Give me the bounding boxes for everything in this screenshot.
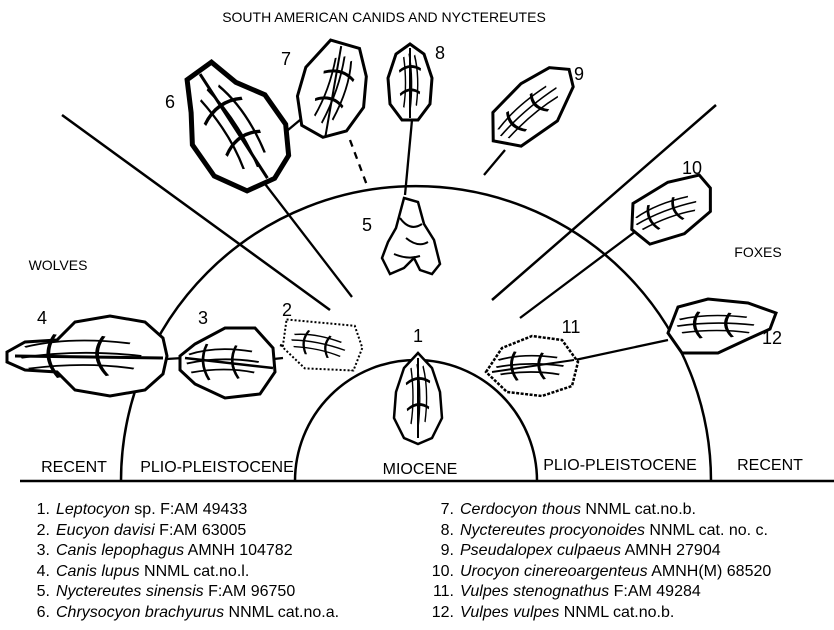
num-8: 8 [435, 43, 445, 63]
legend-left: 1. Leptocyon sp. F:AM 49433 2. Eucyon davis… [26, 500, 339, 623]
legend-number: 10. [430, 562, 454, 583]
legend-species: Canis lepophagus [56, 542, 184, 559]
legend-catalog: NNML cat.no.l. [140, 563, 250, 580]
legend-number: 9. [430, 541, 454, 562]
skull-9 [477, 54, 590, 161]
legend-number: 3. [26, 541, 50, 562]
skull-2 [277, 312, 366, 379]
num-11: 11 [562, 317, 581, 337]
legend-number: 5. [26, 582, 50, 603]
legend-number: 1. [26, 500, 50, 521]
legend-catalog: NNML cat.no.b. [559, 604, 674, 621]
legend-species: Cerdocyon thous [460, 501, 581, 518]
legend-item: 4. Canis lupus NNML cat.no.l. [26, 562, 339, 583]
legend-species: Vulpes stenognathus [460, 583, 609, 600]
era-plio-right: PLIO-PLEISTOCENE [543, 457, 697, 474]
skull-7 [285, 33, 382, 146]
num-3: 3 [198, 308, 208, 328]
legend-item: 7. Cerdocyon thous NNML cat.no.b. [430, 500, 834, 521]
legend-item: 3. Canis lepophagus AMNH 104782 [26, 541, 339, 562]
legend-species: Pseudalopex culpaeus [460, 542, 621, 559]
legend-item: 12. Vulpes vulpes NNML cat.no.b. [430, 603, 834, 624]
num-12: 12 [762, 328, 782, 348]
legend-item: 11. Vulpes stenognathus F:AM 49284 [430, 582, 834, 603]
legend-item: 6. Chrysocyon brachyurus NNML cat.no.a. [26, 603, 339, 624]
legend-species: Vulpes vulpes [460, 604, 559, 621]
legend-item: 8. Nyctereutes procyonoides NNML cat. no.… [430, 521, 834, 542]
skull-11 [486, 336, 578, 396]
legend-item: 1. Leptocyon sp. F:AM 49433 [26, 500, 339, 521]
legend-species: Nyctereutes sinensis [56, 583, 204, 600]
legend-catalog: AMNH(M) 68520 [648, 563, 772, 580]
legend-number: 12. [430, 603, 454, 624]
legend-number: 8. [430, 521, 454, 542]
legend-item: 5. Nyctereutes sinensis F:AM 96750 [26, 582, 339, 603]
skull-10 [621, 169, 722, 250]
num-2: 2 [282, 300, 292, 320]
num-1: 1 [413, 326, 423, 346]
legend-species: Urocyon cinereoargenteus [460, 563, 648, 580]
legend-number: 7. [430, 500, 454, 521]
legend-number: 6. [26, 603, 50, 624]
legend-species: Chrysocyon brachyurus [56, 604, 224, 621]
era-recent-right: RECENT [737, 457, 803, 474]
num-7: 7 [281, 49, 291, 69]
era-miocene: MIOCENE [383, 461, 458, 478]
era-recent-left: RECENT [41, 459, 107, 476]
figure-title: SOUTH AMERICAN CANIDS AND NYCTEREUTES [222, 9, 546, 25]
skull-3 [180, 328, 275, 398]
skull-8 [388, 44, 432, 120]
legend-species: Nyctereutes procyonoides [460, 522, 645, 539]
skull-4 [7, 316, 167, 396]
legend-number: 2. [26, 521, 50, 542]
legend-catalog: NNML cat.no.b. [581, 501, 696, 518]
skull-6 [161, 46, 307, 206]
legend-number: 11. [430, 582, 454, 603]
num-9: 9 [574, 64, 584, 84]
skull-12 [668, 299, 776, 353]
num-10: 10 [682, 158, 702, 178]
legend-item: 10. Urocyon cinereoargenteus AMNH(M) 6852… [430, 562, 834, 583]
legend-species: Leptocyon [56, 501, 130, 518]
legend-catalog: NNML cat.no.a. [224, 604, 339, 621]
legend-catalog: F:AM 49284 [609, 583, 701, 600]
legend-catalog: F:AM 96750 [204, 583, 296, 600]
legend-catalog: sp. F:AM 49433 [130, 501, 247, 518]
era-plio-left: PLIO-PLEISTOCENE [140, 459, 294, 476]
foxes-label: FOXES [734, 244, 781, 260]
era-labels: RECENT PLIO-PLEISTOCENE MIOCENE PLIO-PLE… [41, 457, 803, 478]
num-5: 5 [362, 215, 372, 235]
legend-species: Canis lupus [56, 563, 140, 580]
legend-species: Eucyon davisi [56, 522, 155, 539]
legend-catalog: F:AM 63005 [155, 522, 247, 539]
skull-1 [394, 353, 442, 444]
legend-item: 9. Pseudalopex culpaeus AMNH 27904 [430, 541, 834, 562]
legend-number: 4. [26, 562, 50, 583]
legend-item: 2. Eucyon davisi F:AM 63005 [26, 521, 339, 542]
skull-5 [382, 198, 440, 274]
legend-catalog: NNML cat. no. c. [645, 522, 768, 539]
wolves-label: WOLVES [29, 257, 88, 273]
num-6: 6 [165, 92, 175, 112]
legend-catalog: AMNH 104782 [184, 542, 293, 559]
num-4: 4 [37, 308, 47, 328]
legend-catalog: AMNH 27904 [621, 542, 721, 559]
legend-right: 7. Cerdocyon thous NNML cat.no.b. 8. Nycter… [430, 500, 834, 623]
